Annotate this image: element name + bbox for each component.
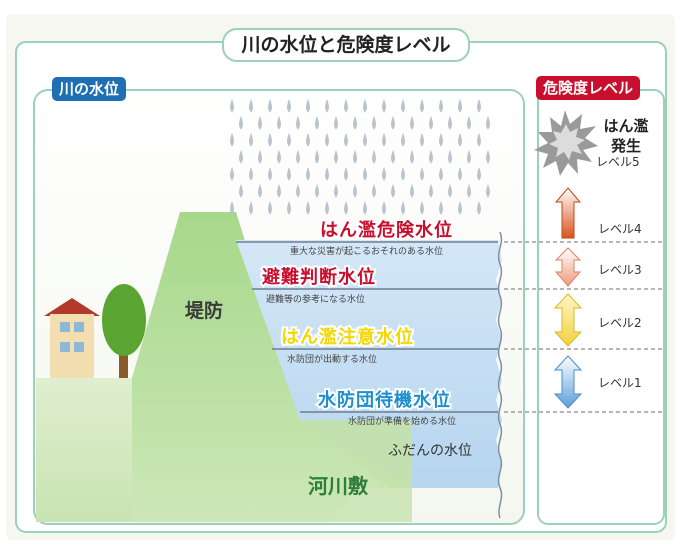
- level-desc-3: 避難等の参考になる水位: [266, 295, 366, 305]
- explosion-icon: [534, 110, 598, 176]
- danger-level-1: レベル1: [598, 376, 642, 390]
- river-water: [236, 240, 502, 488]
- arrow-icon-level4: [554, 187, 582, 239]
- danger-panel-label: 危険度レベル: [536, 76, 641, 100]
- arrow-icon-level2: [553, 293, 583, 347]
- level-desc-4: 重大な災害が起こるおそれのある水位: [290, 247, 444, 257]
- flood-label: はん濫発生: [603, 117, 649, 155]
- danger-level-4: レベル4: [598, 222, 642, 236]
- riverbed: [300, 420, 412, 488]
- level-desc-1: 水防団が準備を始める水位: [348, 417, 457, 427]
- level-desc-2: 水防団が出動する水位: [287, 355, 378, 365]
- level-title-3: 避難判断水位: [260, 265, 377, 290]
- page-title: 川の水位と危険度レベル: [222, 28, 470, 62]
- level-title-1: 水防団待機水位: [316, 388, 452, 413]
- house-icon: [44, 298, 100, 378]
- tree-icon: [102, 284, 146, 378]
- flood-level-label: レベル5: [596, 155, 640, 169]
- danger-level-2: レベル2: [598, 316, 642, 330]
- riverbed-lower: [330, 488, 412, 522]
- ground: [36, 378, 145, 522]
- riverbed-label: 河川敷: [308, 474, 368, 498]
- level-title-2: はん濫注意水位: [279, 325, 415, 350]
- normal-level-label: ふだんの水位: [388, 443, 472, 459]
- arrow-icon-level1: [553, 355, 583, 409]
- level-title-4: はん濫危険水位: [318, 218, 454, 243]
- river-cross-section-edge: [497, 231, 503, 519]
- danger-level-3: レベル3: [598, 263, 642, 277]
- rain-icon: [230, 98, 490, 215]
- levee-label: 堤防: [185, 300, 224, 322]
- river-panel-label: 川の水位: [52, 77, 127, 101]
- arrow-icon-level3: [554, 247, 582, 287]
